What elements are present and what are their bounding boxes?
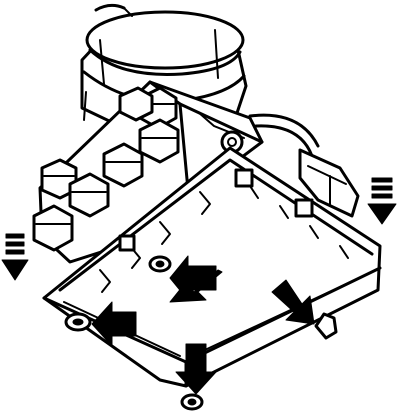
direction-arrows (91, 255, 315, 395)
hex-fitting-icon (138, 118, 180, 164)
module-tab-icon (294, 198, 314, 218)
mounting-bolt-icon (148, 255, 172, 273)
arrow-icon (169, 255, 217, 301)
hex-fitting-icon (102, 142, 144, 188)
mounting-bolt-icon (64, 312, 92, 332)
mounting-bolt-icon (180, 393, 204, 411)
open-arrows (1, 177, 397, 281)
hex-fitting-icon (118, 86, 154, 122)
port-fittings (32, 86, 180, 252)
open-arrow-icon (1, 233, 29, 281)
hex-fitting-icon (32, 204, 74, 252)
mounting-bolt-icon (314, 312, 338, 340)
module-tab-icon (118, 234, 136, 252)
arrow-icon (175, 343, 217, 395)
arrow-icon (271, 279, 315, 325)
arrow-icon (91, 301, 137, 347)
wiring-harness (248, 113, 360, 218)
mounting-bolts (64, 255, 338, 411)
module-tab-icon (234, 168, 254, 188)
open-arrow-icon (367, 177, 397, 225)
hex-fitting-icon (68, 172, 110, 218)
